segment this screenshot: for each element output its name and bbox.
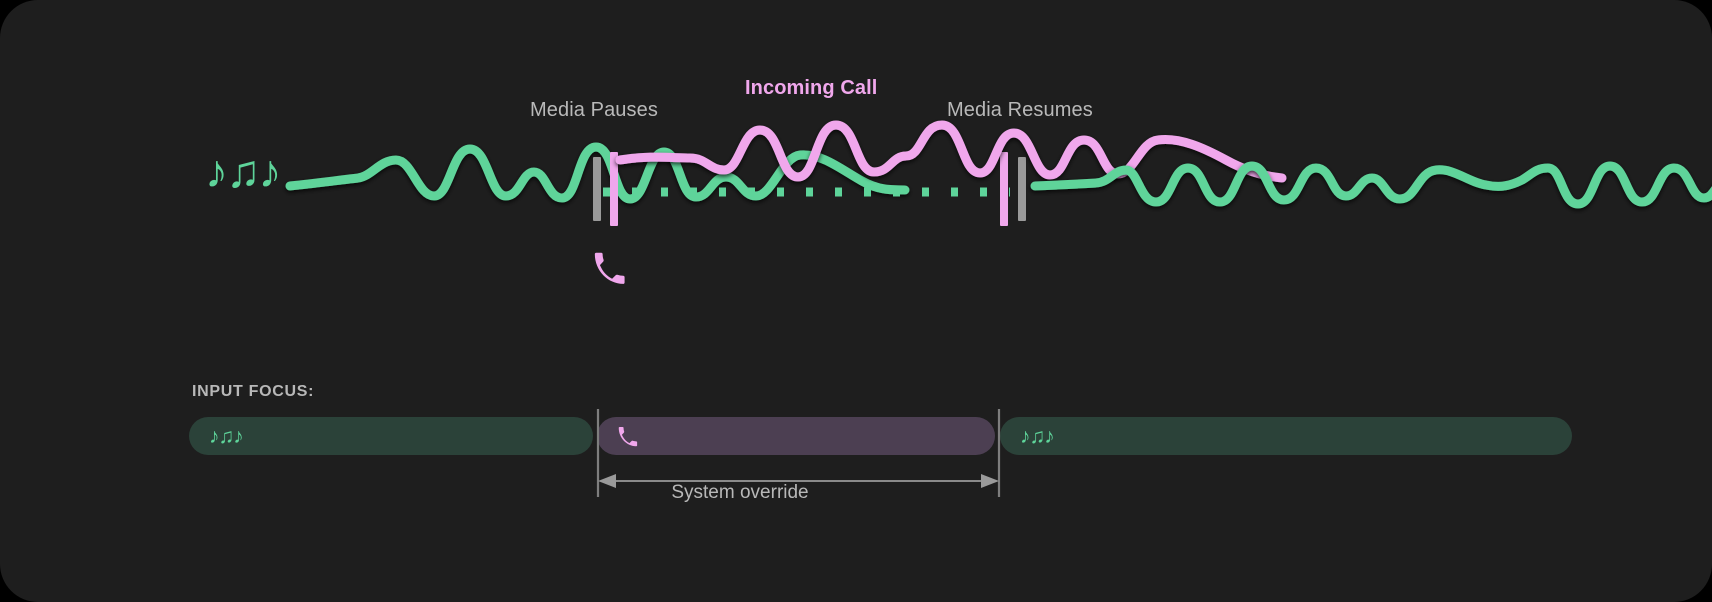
resume-bar-pink (1000, 152, 1008, 226)
resume-bar-gray (1018, 157, 1026, 221)
input-focus-label: INPUT FOCUS: (192, 383, 314, 401)
waveform-media-after (1035, 166, 1712, 204)
system-override-bracket (0, 405, 1712, 505)
pause-bar-gray (593, 157, 601, 221)
resume-marker-bars (1000, 152, 1026, 226)
override-arrow-head-left (598, 474, 616, 488)
audio-waveform-timeline (0, 0, 1712, 330)
phone-icon (592, 251, 626, 285)
override-arrow-head-right (981, 474, 999, 488)
